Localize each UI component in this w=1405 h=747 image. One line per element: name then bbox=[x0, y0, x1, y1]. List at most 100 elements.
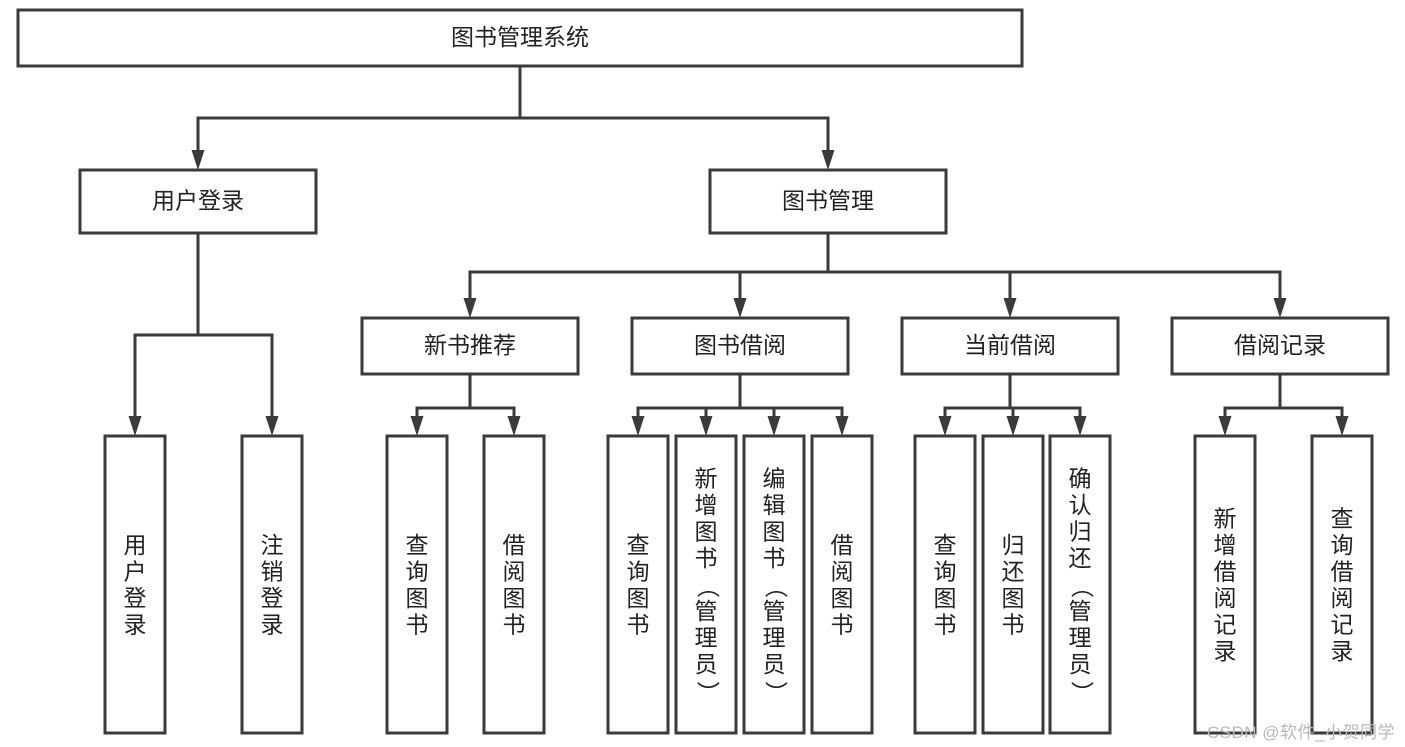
leaf-label-char: （ bbox=[763, 575, 789, 598]
leaf-label-char: 注 bbox=[261, 532, 284, 558]
leaf-label-char: 理 bbox=[1069, 625, 1092, 651]
leaf-label-char: 管 bbox=[1069, 598, 1092, 624]
leaf-label-char: 书 bbox=[627, 611, 650, 637]
leaf-label-char: 图 bbox=[627, 585, 650, 611]
leaf-label-char: 还 bbox=[1069, 545, 1092, 571]
leaf-label-char: 归 bbox=[1002, 532, 1025, 558]
leaf-label-char: 书 bbox=[406, 611, 429, 637]
leaf-label-char: 查 bbox=[406, 532, 429, 558]
leaf-label-char: 新 bbox=[695, 466, 718, 492]
leaf-label-char: 确 bbox=[1069, 466, 1092, 492]
leaf-label-char: 查 bbox=[1331, 505, 1354, 531]
node-new-book-recommend[interactable]: 新书推荐 bbox=[360, 316, 580, 376]
leaf-label-char: 录 bbox=[1331, 638, 1354, 664]
leaf-label-char: 图 bbox=[831, 585, 854, 611]
leaf-label-char: 员 bbox=[763, 651, 786, 677]
node-root[interactable]: 图书管理系统 bbox=[16, 8, 1024, 68]
leaf-label-char: 录 bbox=[261, 611, 284, 637]
leaf-label-char: 登 bbox=[124, 585, 147, 611]
leaf-label-char: 借 bbox=[1331, 558, 1354, 584]
leaf-label-char: 录 bbox=[1214, 638, 1237, 664]
leaf-label-char: 还 bbox=[1002, 558, 1025, 584]
node-book-borrow[interactable]: 图书借阅 bbox=[630, 316, 850, 376]
leaf-label-char: 阅 bbox=[831, 558, 854, 584]
node-user-login[interactable]: 用户登录 bbox=[78, 168, 318, 235]
leaf-label-char: （ bbox=[695, 575, 721, 598]
leaf-label-char: 新 bbox=[1214, 505, 1237, 531]
node-label: 借阅记录 bbox=[1234, 332, 1326, 358]
node-label: 图书管理系统 bbox=[451, 24, 589, 50]
leaf-label-char: 借 bbox=[503, 532, 526, 558]
leaf-label-char: 管 bbox=[695, 598, 718, 624]
leaf-label-char: 书 bbox=[934, 611, 957, 637]
leaf-label-char: 书 bbox=[831, 611, 854, 637]
node-current-borrow[interactable]: 当前借阅 bbox=[900, 316, 1120, 376]
leaf-label-char: 查 bbox=[627, 532, 650, 558]
leaf-label-char: 书 bbox=[1002, 611, 1025, 637]
node-label: 图书借阅 bbox=[694, 332, 786, 358]
leaf-label-char: 书 bbox=[503, 611, 526, 637]
leaf-label-char: 登 bbox=[261, 585, 284, 611]
leaf-label-char: 借 bbox=[831, 532, 854, 558]
leaf-label-char: 询 bbox=[1331, 532, 1354, 558]
leaf-label-char: 询 bbox=[934, 558, 957, 584]
leaf-label-char: 归 bbox=[1069, 519, 1092, 545]
leaf-label-char: 借 bbox=[1214, 558, 1237, 584]
leaf-label-char: 记 bbox=[1214, 611, 1237, 637]
leaf-label-char: 图 bbox=[934, 585, 957, 611]
leaf-label-char: ） bbox=[1069, 681, 1095, 704]
leaf-label-char: 记 bbox=[1331, 611, 1354, 637]
leaf-label-char: 书 bbox=[695, 545, 718, 571]
leaf-label-char: 图 bbox=[695, 519, 718, 545]
leaf-label-char: ） bbox=[695, 681, 721, 704]
node-book-manage[interactable]: 图书管理 bbox=[708, 168, 948, 235]
leaf-label-char: 录 bbox=[124, 611, 147, 637]
leaf-label-char: 图 bbox=[406, 585, 429, 611]
node-label: 当前借阅 bbox=[964, 332, 1056, 358]
leaf-label-char: 用 bbox=[124, 532, 147, 558]
leaf-label-char: ） bbox=[763, 681, 789, 704]
leaf-label-char: 管 bbox=[763, 598, 786, 624]
leaf-label-char: 图 bbox=[503, 585, 526, 611]
leaf-label-char: 辑 bbox=[763, 492, 786, 518]
leaf-label-char: 图 bbox=[1002, 585, 1025, 611]
leaf-user-login-do[interactable]: 用户登录 bbox=[103, 434, 167, 735]
leaf-label-char: 员 bbox=[695, 651, 718, 677]
csdn-watermark: CSDN @软件_小贺同学 bbox=[1206, 723, 1395, 742]
node-borrow-record[interactable]: 借阅记录 bbox=[1170, 316, 1390, 376]
leaf-label-char: 书 bbox=[763, 545, 786, 571]
leaf-label-char: （ bbox=[1069, 575, 1095, 598]
leaf-label-char: 图 bbox=[763, 519, 786, 545]
node-label: 图书管理 bbox=[782, 188, 874, 214]
leaf-label-char: 理 bbox=[763, 625, 786, 651]
leaf-label-char: 员 bbox=[1069, 651, 1092, 677]
leaf-label-char: 销 bbox=[261, 558, 284, 584]
leaf-label-char: 询 bbox=[406, 558, 429, 584]
node-label: 新书推荐 bbox=[424, 332, 516, 358]
node-label: 用户登录 bbox=[152, 188, 244, 214]
leaf-label-char: 查 bbox=[934, 532, 957, 558]
leaf-label-char: 认 bbox=[1069, 492, 1092, 518]
leaf-label-char: 增 bbox=[695, 492, 718, 518]
leaf-label-char: 理 bbox=[695, 625, 718, 651]
leaf-label-char: 增 bbox=[1214, 532, 1237, 558]
leaf-label-char: 户 bbox=[124, 558, 147, 584]
leaf-label-char: 阅 bbox=[1214, 585, 1237, 611]
leaf-label-char: 询 bbox=[627, 558, 650, 584]
leaf-label-char: 阅 bbox=[503, 558, 526, 584]
leaf-label-char: 编 bbox=[763, 466, 786, 492]
